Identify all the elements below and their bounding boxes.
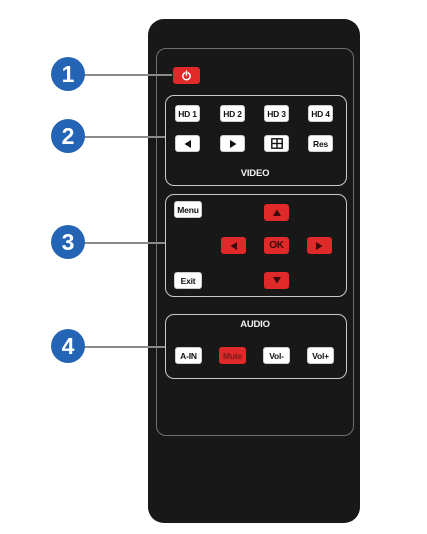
triangle-right-icon	[316, 241, 323, 250]
hd4-button[interactable]: HD 4	[308, 105, 333, 122]
volume-up-button[interactable]: Vol+	[307, 347, 334, 364]
quad-view-button[interactable]	[264, 135, 289, 152]
resolution-button[interactable]: Res	[308, 135, 333, 152]
audio-section-label: AUDIO	[240, 319, 270, 330]
exit-button[interactable]: Exit	[174, 272, 202, 289]
power-button[interactable]	[173, 67, 200, 84]
quad-grid-icon	[270, 138, 283, 149]
hd2-button[interactable]: HD 2	[220, 105, 245, 122]
video-next-button[interactable]	[220, 135, 245, 152]
power-icon	[182, 70, 191, 81]
callout-2-leader	[84, 136, 165, 138]
audio-input-button[interactable]: A-IN	[175, 347, 202, 364]
hd3-button[interactable]: HD 3	[264, 105, 289, 122]
nav-up-button[interactable]	[264, 204, 289, 221]
hd1-button[interactable]: HD 1	[175, 105, 200, 122]
callout-4-badge: 4	[51, 329, 85, 363]
callout-3-badge: 3	[51, 225, 85, 259]
callout-4-leader	[84, 346, 165, 348]
nav-left-button[interactable]	[221, 237, 246, 254]
video-section	[165, 95, 347, 186]
triangle-left-icon	[230, 241, 237, 250]
triangle-down-icon	[272, 277, 281, 284]
triangle-right-icon	[229, 139, 236, 148]
callout-1-badge: 1	[51, 57, 85, 91]
mute-button[interactable]: Mute	[219, 347, 246, 364]
video-section-label: VIDEO	[240, 168, 270, 179]
callout-1-leader	[84, 74, 172, 76]
callout-3-leader	[84, 242, 165, 244]
nav-right-button[interactable]	[307, 237, 332, 254]
triangle-left-icon	[184, 139, 191, 148]
menu-button[interactable]: Menu	[174, 201, 202, 218]
navigation-section	[165, 194, 347, 297]
audio-section	[165, 314, 347, 379]
callout-2-badge: 2	[51, 119, 85, 153]
video-previous-button[interactable]	[175, 135, 200, 152]
volume-down-button[interactable]: Vol-	[263, 347, 290, 364]
triangle-up-icon	[272, 209, 281, 216]
remote-control-body	[148, 19, 360, 523]
ok-button[interactable]: OK	[264, 237, 289, 254]
nav-down-button[interactable]	[264, 272, 289, 289]
